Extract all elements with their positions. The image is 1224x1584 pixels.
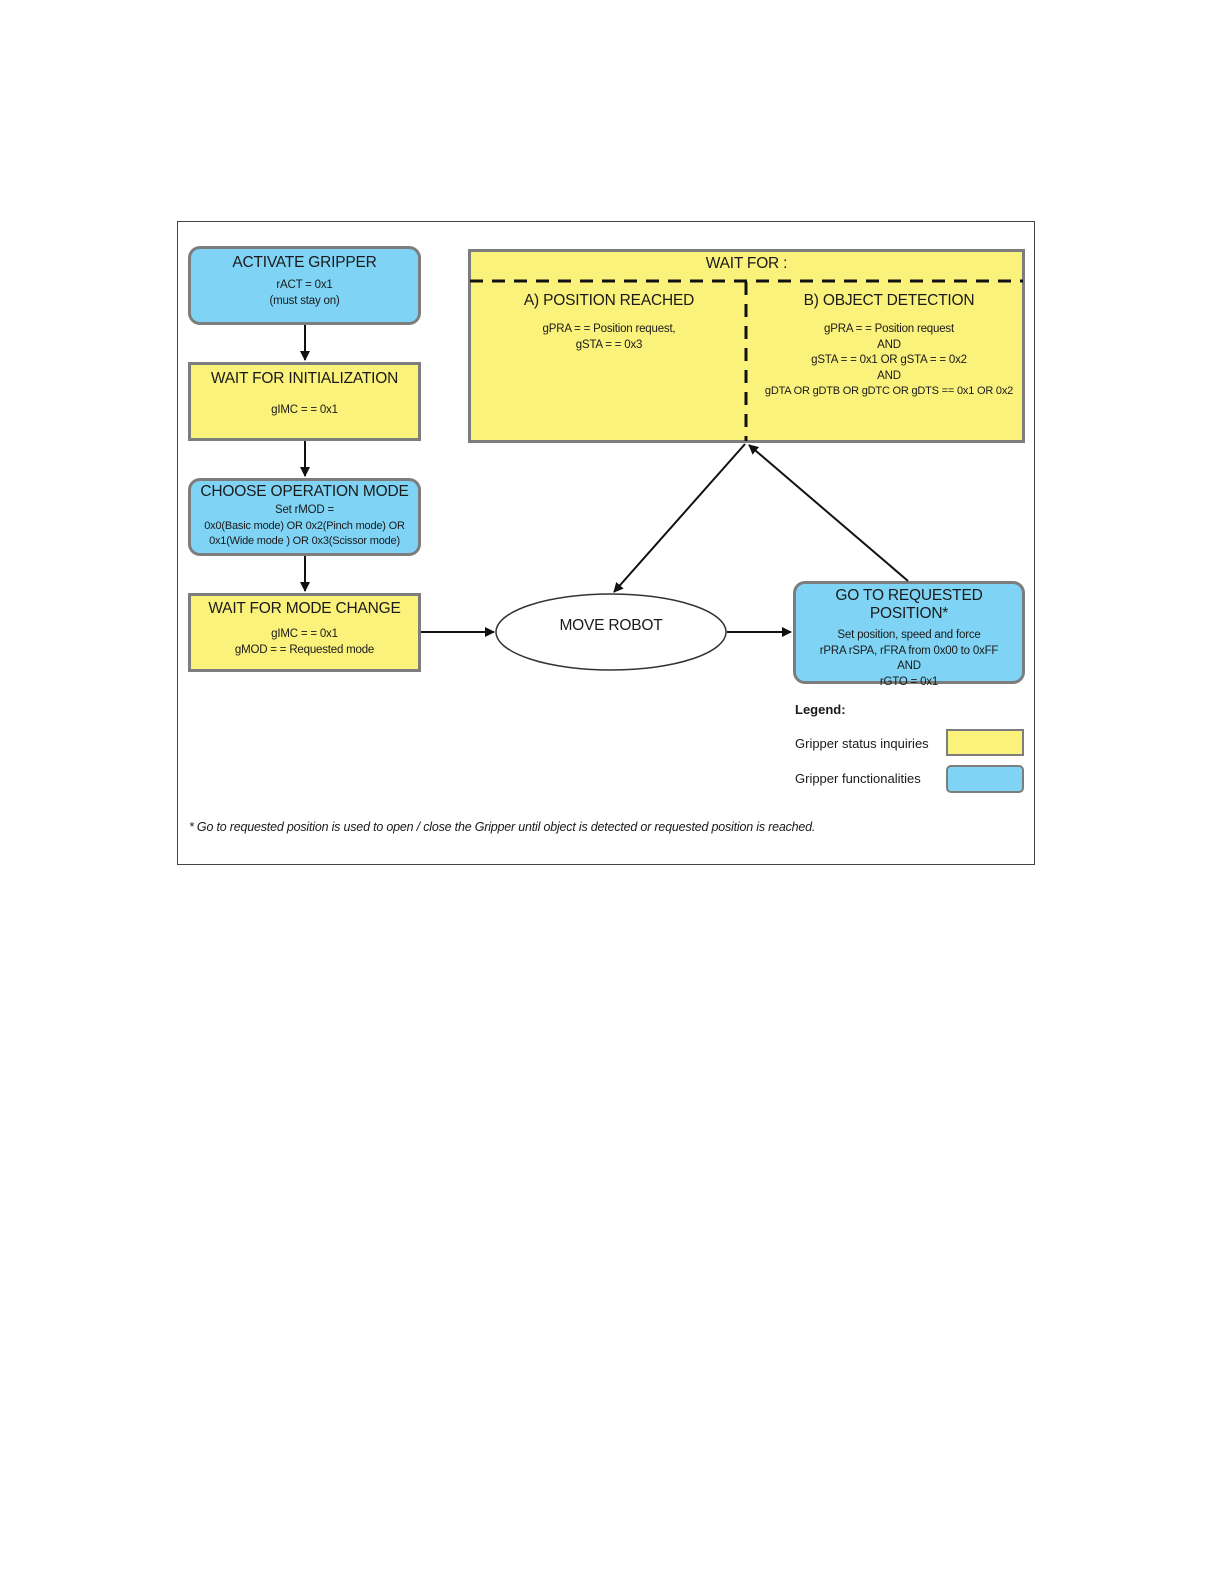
wait-mode-line-2: gMOD = = Requested mode (234, 643, 375, 656)
move-robot-label: MOVE ROBOT (559, 617, 663, 634)
legend-status-swatch (946, 729, 1024, 756)
object-detection-line-2: AND (877, 338, 901, 351)
activate-line-1: rACT = 0x1 (276, 279, 333, 291)
choose-mode-line-2: 0x0(Basic mode) OR 0x2(Pinch mode) OR (204, 519, 405, 532)
goto-requested-position-box: GO TO REQUESTED POSITION* Set position, … (793, 581, 1025, 688)
legend-function-swatch (946, 765, 1024, 793)
object-detection-section: B) OBJECT DETECTION gPRA = = Position re… (753, 292, 1025, 400)
wait-init-line-1: gIMC = = 0x1 (271, 404, 338, 416)
choose-operation-mode-box: CHOOSE OPERATION MODE Set rMOD = 0x0(Bas… (188, 478, 421, 556)
choose-mode-title: CHOOSE OPERATION MODE (200, 483, 409, 500)
wait-initialization-box: WAIT FOR INITIALIZATION gIMC = = 0x1 (188, 362, 421, 441)
position-reached-section: A) POSITION REACHED gPRA = = Position re… (471, 292, 747, 353)
object-detection-title: B) OBJECT DETECTION (803, 292, 975, 309)
position-reached-line-2: gSTA = = 0x3 (575, 338, 643, 351)
goto-position-line-2: rPRA rSPA, rFRA from 0x00 to 0xFF (819, 644, 999, 657)
legend-function-label: Gripper functionalities (795, 771, 921, 786)
goto-position-line-3: AND (897, 660, 921, 672)
wait-mode-change-box: WAIT FOR MODE CHANGE gIMC = = 0x1 gMOD =… (188, 593, 421, 672)
wait-mode-line-1: gIMC = = 0x1 (271, 628, 338, 640)
wait-initialization-title: WAIT FOR INITIALIZATION (210, 370, 399, 387)
object-detection-line-5: gDTA OR gDTB OR gDTC OR gDTS == 0x1 OR 0… (764, 385, 1014, 397)
wait-for-box: WAIT FOR : A) POSITION REACHED gPRA = = … (468, 249, 1025, 443)
object-detection-line-1: gPRA = = Position request (824, 323, 954, 335)
legend-title: Legend: (795, 702, 846, 717)
activate-gripper-box: ACTIVATE GRIPPER rACT = 0x1 (must stay o… (188, 246, 421, 325)
choose-mode-line-1: Set rMOD = (274, 504, 335, 516)
wait-for-title: WAIT FOR : (705, 255, 788, 272)
goto-position-line-4: rGTO = 0x1 (879, 675, 939, 688)
object-detection-line-4: AND (877, 369, 901, 382)
wait-mode-change-title: WAIT FOR MODE CHANGE (208, 600, 401, 617)
position-reached-title: A) POSITION REACHED (523, 292, 695, 309)
activate-gripper-title: ACTIVATE GRIPPER (232, 254, 377, 271)
choose-mode-line-3: 0x1(Wide mode ) OR 0x3(Scissor mode) (209, 535, 400, 547)
activate-line-2: (must stay on) (269, 294, 340, 307)
goto-position-title: GO TO REQUESTED POSITION* (835, 587, 983, 622)
object-detection-line-3: gSTA = = 0x1 OR gSTA = = 0x2 (811, 354, 967, 366)
goto-position-line-1: Set position, speed and force (837, 629, 981, 641)
position-reached-line-1: gPRA = = Position request, (542, 323, 676, 335)
legend-status-label: Gripper status inquiries (795, 736, 929, 751)
footnote: * Go to requested position is used to op… (189, 820, 816, 834)
